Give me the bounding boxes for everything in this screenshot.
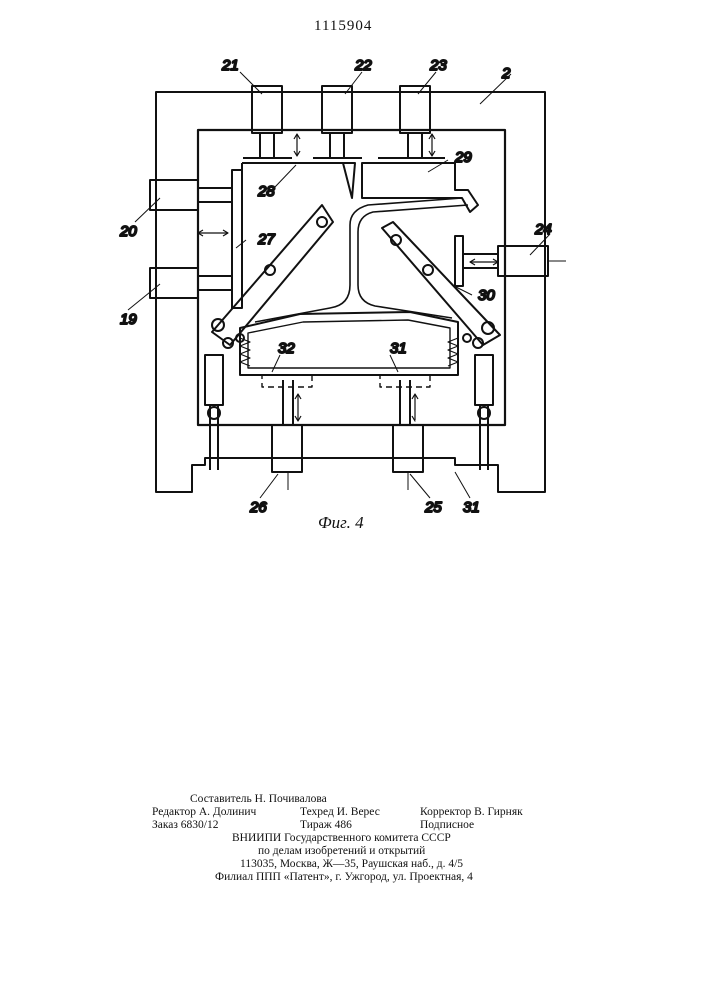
block-31 (380, 375, 430, 387)
footer-org-line2: по делам изобретений и открытий (258, 845, 425, 857)
footer-address: 113035, Москва, Ж—35, Раушская наб., д. … (240, 858, 463, 870)
label-21: 21 (221, 57, 239, 74)
label-32: 32 (278, 340, 295, 357)
punch-28 (242, 163, 355, 240)
label-19: 19 (120, 311, 137, 328)
right-column (475, 355, 493, 470)
actuator-19 (150, 268, 232, 298)
label-29: 29 (454, 149, 472, 166)
profile (255, 198, 468, 322)
footer-order: Заказ 6830/12 (152, 819, 219, 831)
actuator-23 (378, 86, 445, 158)
footer-corrector: Корректор В. Гирняк (420, 806, 523, 818)
actuator-21 (243, 86, 292, 163)
footer-org-line1: ВНИИПИ Государственного комитета СССР (232, 832, 451, 844)
plate-27 (232, 170, 242, 308)
footer-subscription: Подписное (420, 819, 474, 831)
label-25: 25 (424, 499, 442, 516)
label-26: 26 (249, 499, 267, 516)
inner-frame (198, 130, 505, 425)
label-22: 22 (354, 57, 372, 74)
label-30: 30 (478, 287, 495, 304)
label-23: 23 (429, 57, 447, 74)
label-28: 28 (257, 183, 275, 200)
actuator-20 (150, 180, 232, 210)
lower-die (240, 312, 458, 375)
block-32 (262, 375, 312, 387)
actuator-25 (393, 380, 423, 490)
footer-circulation: Тираж 486 (300, 819, 352, 831)
label-31-upper: 31 (390, 340, 407, 357)
footer-techred: Техред И. Верес (300, 806, 380, 818)
footer-editor: Редактор А. Долинич (152, 806, 256, 818)
left-column (205, 355, 223, 470)
actuator-22 (313, 86, 362, 158)
label-31-lower: 31 (463, 499, 480, 516)
lever-right (382, 222, 500, 348)
figure-caption: Фиг. 4 (318, 513, 364, 533)
footer-branch: Филиал ППП «Патент», г. Ужгород, ул. Про… (215, 871, 473, 883)
label-24: 24 (534, 221, 552, 238)
label-20: 20 (119, 223, 137, 240)
label-27: 27 (257, 231, 275, 248)
footer-compiler: Составитель Н. Почивалова (190, 793, 327, 805)
label-2: 2 (501, 65, 511, 82)
